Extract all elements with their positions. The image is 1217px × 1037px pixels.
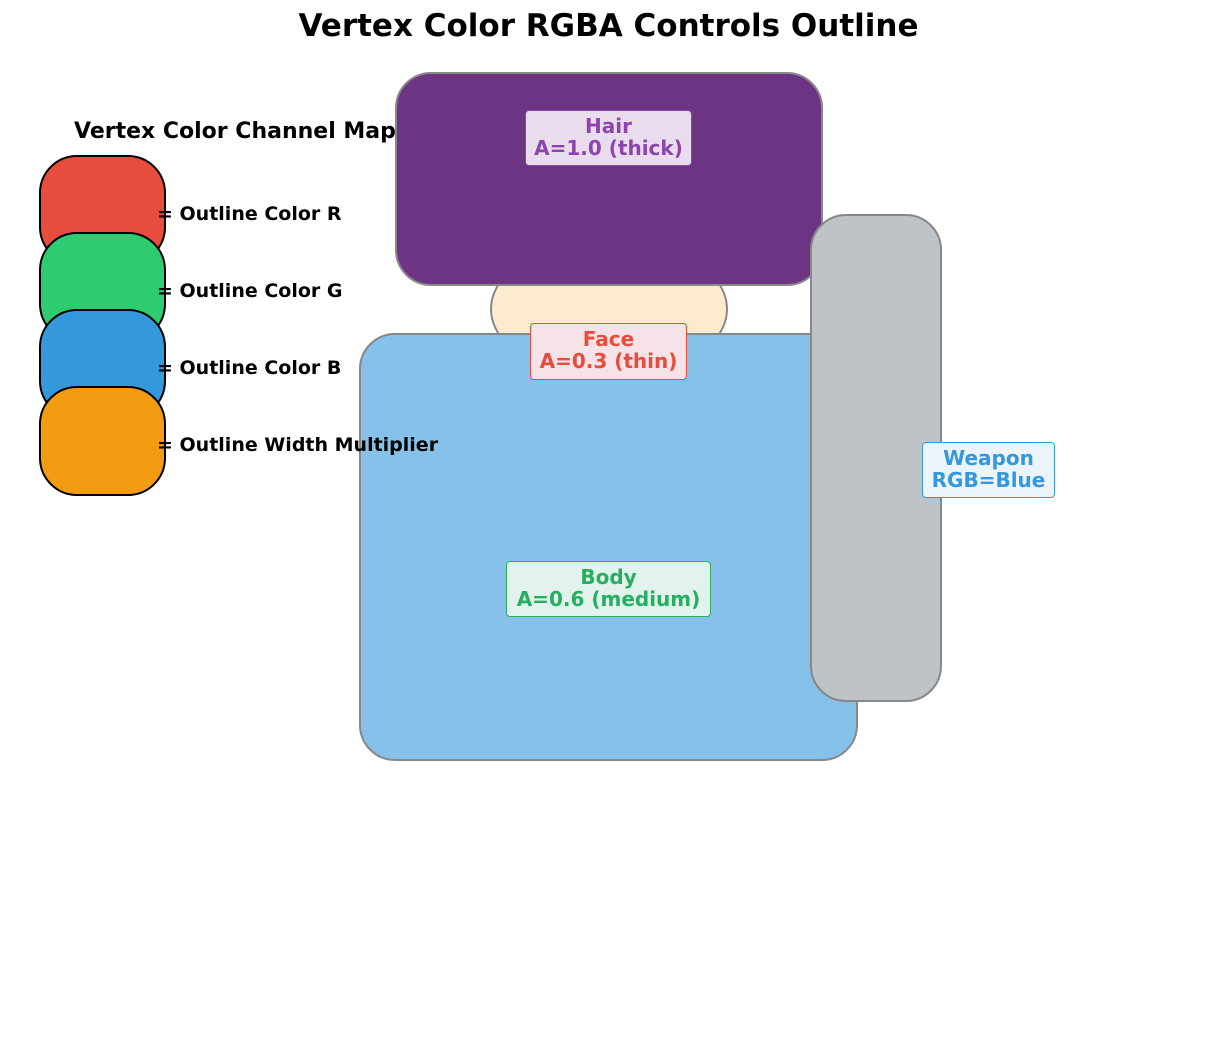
legend-label-r: = Outline Color R xyxy=(157,203,342,225)
weapon-label-name: Weapon xyxy=(943,446,1034,470)
weapon-shape xyxy=(810,214,942,702)
face-label-value: A=0.3 (thin) xyxy=(539,349,678,373)
face-label-name: Face xyxy=(582,327,635,351)
weapon-label-value: RGB=Blue xyxy=(931,468,1046,492)
body-label: Body A=0.6 (medium) xyxy=(506,561,711,617)
legend-label-g: = Outline Color G xyxy=(157,280,343,302)
diagram-title: Vertex Color RGBA Controls Outline xyxy=(298,8,919,44)
face-label: Face A=0.3 (thin) xyxy=(530,323,687,380)
hair-label-value: A=1.0 (thick) xyxy=(534,136,683,160)
body-label-value: A=0.6 (medium) xyxy=(516,587,701,611)
hair-label: Hair A=1.0 (thick) xyxy=(525,110,692,166)
legend-title: Vertex Color Channel Map: xyxy=(74,119,405,144)
hair-label-name: Hair xyxy=(585,114,632,138)
legend-label-b: = Outline Color B xyxy=(157,357,342,379)
body-shape xyxy=(359,333,858,761)
weapon-label: Weapon RGB=Blue xyxy=(922,442,1055,498)
body-label-name: Body xyxy=(580,565,637,589)
legend-swatch-orange xyxy=(39,386,166,496)
hair-shape xyxy=(395,72,823,286)
legend-label-width: = Outline Width Multiplier xyxy=(157,434,439,456)
